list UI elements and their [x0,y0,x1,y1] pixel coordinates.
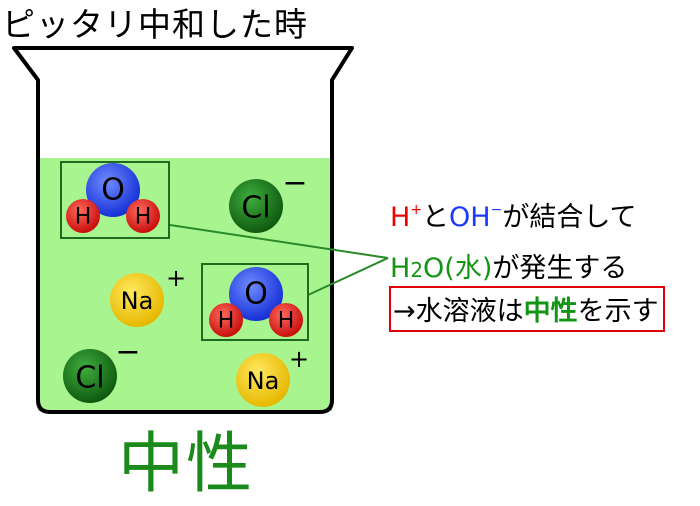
chloride-label: Cl [75,361,104,396]
h-ion-charge: + [410,202,423,218]
sodium-ball [236,353,290,407]
oxygen-atom [229,267,283,321]
hydrogen-atom [269,303,303,337]
sodium-ion: Na + [236,345,309,407]
chloride-ion: Cl − [63,335,141,403]
arrow-solution-text: →水溶液は [393,296,524,327]
sodium-ion: Na + [110,264,186,327]
chloride-charge: − [115,335,140,370]
explanation-line-2: H2O(水)が発生する [390,246,627,285]
hydrogen-atom [66,199,100,233]
water-formula-o: O(水) [423,253,493,284]
chloride-charge: − [282,166,307,201]
combine-text: が結合して [502,202,637,233]
hydrogen-label: H [135,205,152,230]
oh-ion-symbol: OH [449,202,491,233]
and-text: と [422,202,450,233]
oh-ion-charge: − [490,202,503,218]
chloride-ion: Cl − [229,166,308,233]
page-title: ピッタリ中和した時 [2,5,308,44]
water-molecule-box [201,263,309,341]
explanation-conclusion-box: →水溶液は中性を示す [389,286,665,332]
water-formula-subscript: 2 [410,258,424,282]
hydrogen-label: H [75,205,92,230]
water-molecule: O H H [201,263,309,341]
sodium-charge: + [289,345,309,373]
hydrogen-atom [126,199,160,233]
hydrogen-atom [209,303,243,337]
h-ion-symbol: H [390,202,411,233]
oxygen-atom [86,163,140,217]
chloride-label: Cl [241,191,270,226]
neutral-highlight: 中性 [523,296,578,327]
beaker-diagram: O H H O H H Cl − Cl − Na + Na + [12,46,389,414]
connector-line-upper [169,224,389,259]
oxygen-label: O [244,277,268,312]
connector-line-lower [307,257,389,296]
water-molecule-box [60,161,170,239]
sodium-charge: + [166,264,186,292]
hydrogen-label: H [278,309,295,334]
chloride-ball [63,349,117,403]
sodium-label: Na [121,287,154,315]
explanation-line-1: H+とOH−が結合して [390,195,637,234]
sodium-label: Na [247,367,280,395]
neutral-label: 中性 [118,425,254,502]
shows-text: を示す [577,296,659,327]
oxygen-label: O [101,173,125,208]
beaker-outline [12,46,354,414]
hydrogen-label: H [218,309,235,334]
water-molecule: O H H [60,161,170,239]
water-formula-h: H [390,253,411,284]
sodium-ball [110,273,164,327]
generate-text: が発生する [492,253,628,284]
chloride-ball [229,179,283,233]
